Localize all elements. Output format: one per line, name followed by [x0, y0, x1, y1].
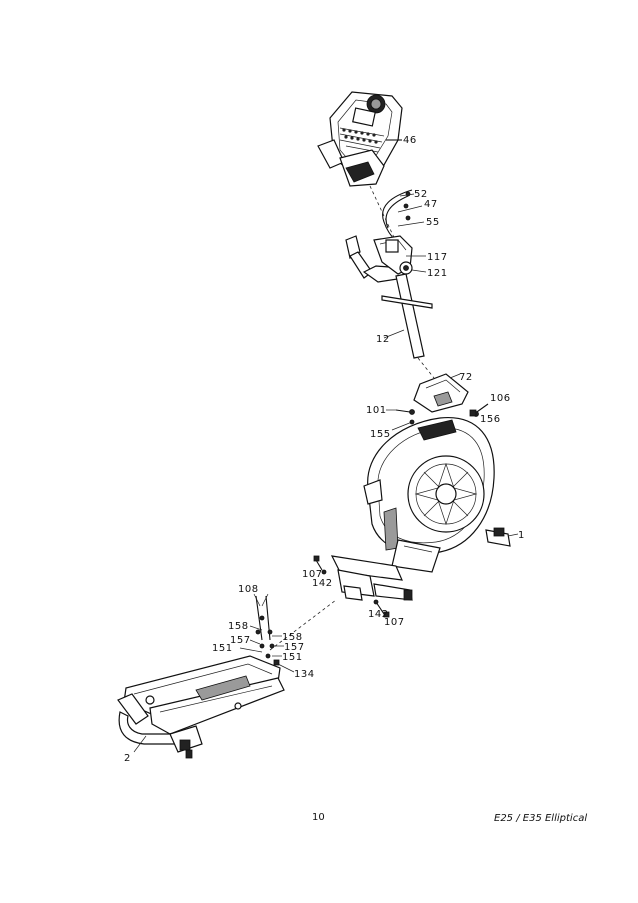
part-label-1: 1 — [518, 530, 525, 541]
part-label-142-upper: 142 — [312, 578, 333, 589]
console-assembly — [317, 91, 403, 187]
rear-rail-assembly — [117, 655, 285, 759]
part-label-121: 121 — [427, 268, 448, 279]
console-cables — [382, 189, 425, 245]
part-label-158-right: 158 — [282, 632, 303, 643]
part-label-101: 101 — [366, 405, 387, 416]
part-label-52: 52 — [414, 189, 428, 200]
part-label-12: 12 — [376, 334, 390, 345]
part-label-157-left: 157 — [230, 635, 251, 646]
part-label-157-right: 157 — [284, 642, 305, 653]
part-label-107-upper: 107 — [302, 569, 323, 580]
part-label-108: 108 — [238, 584, 259, 595]
mast-cover — [413, 373, 469, 413]
part-label-107-lower: 107 — [384, 617, 405, 628]
part-label-151-right: 151 — [282, 652, 303, 663]
part-label-2: 2 — [124, 753, 131, 764]
handlebar-assembly — [345, 235, 427, 283]
bolt-101 — [386, 409, 415, 431]
part-label-106: 106 — [490, 393, 511, 404]
main-frame-flywheel — [363, 416, 519, 573]
part-label-151-left: 151 — [212, 643, 233, 654]
bolt-106 — [469, 403, 489, 417]
part-label-158-left: 158 — [228, 621, 249, 632]
part-label-47: 47 — [424, 199, 438, 210]
rail-bracket-hardware — [239, 593, 295, 673]
part-label-117: 117 — [427, 252, 448, 263]
part-label-55: 55 — [426, 217, 440, 228]
part-label-72: 72 — [459, 372, 473, 383]
part-label-142-lower: 142 — [368, 609, 389, 620]
frame-crossbar — [330, 555, 413, 601]
bolt-107-142-upper — [313, 555, 327, 575]
part-label-46: 46 — [403, 135, 417, 146]
part-label-155: 155 — [370, 429, 391, 440]
page-number: 10 — [312, 812, 325, 823]
part-label-156: 156 — [480, 414, 501, 425]
console-mast — [381, 273, 433, 359]
manual-title: E25 / E35 Elliptical — [494, 813, 588, 824]
part-label-134: 134 — [294, 669, 315, 680]
bolt-142-107-lower — [373, 599, 390, 618]
